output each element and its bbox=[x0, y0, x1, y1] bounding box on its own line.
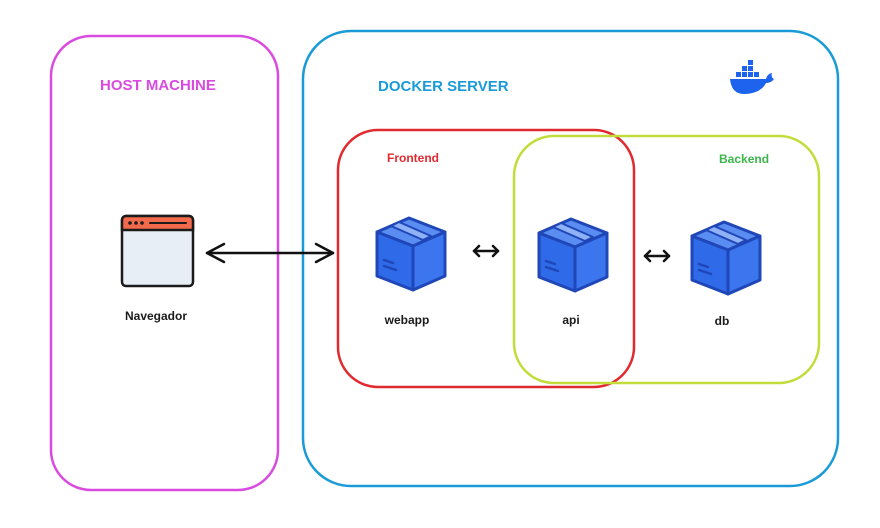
backend-network: Backend bbox=[512, 134, 821, 385]
host-machine-title: HOST MACHINE bbox=[100, 77, 216, 94]
backend-network-label: Backend bbox=[719, 152, 769, 166]
browser-webapp-connection bbox=[205, 242, 335, 264]
container-label: api bbox=[562, 313, 579, 327]
host-machine-group: HOST MACHINE bbox=[49, 34, 280, 492]
docker-server-border bbox=[301, 29, 840, 488]
container-box-icon bbox=[537, 217, 609, 293]
container-db: db bbox=[690, 220, 762, 328]
container-api: api bbox=[537, 217, 609, 327]
backend-network-border bbox=[512, 134, 821, 385]
container-box-icon bbox=[690, 220, 762, 296]
webapp-api-connection bbox=[472, 244, 500, 258]
host-machine-border bbox=[49, 34, 280, 492]
frontend-network: Frontend bbox=[336, 128, 636, 389]
container-label: db bbox=[715, 314, 730, 328]
frontend-network-label: Frontend bbox=[387, 151, 439, 165]
container-label: webapp bbox=[384, 313, 430, 327]
container-box-icon bbox=[375, 216, 447, 292]
docker-whale-icon bbox=[730, 60, 774, 94]
container-webapp: webapp bbox=[375, 216, 447, 327]
docker-server-group: DOCKER SERVER bbox=[301, 29, 840, 488]
frontend-network-border bbox=[336, 128, 636, 389]
api-db-connection bbox=[643, 249, 671, 263]
docker-server-title: DOCKER SERVER bbox=[378, 78, 509, 95]
browser-window-icon bbox=[120, 214, 195, 288]
browser-label: Navegador bbox=[125, 309, 187, 323]
